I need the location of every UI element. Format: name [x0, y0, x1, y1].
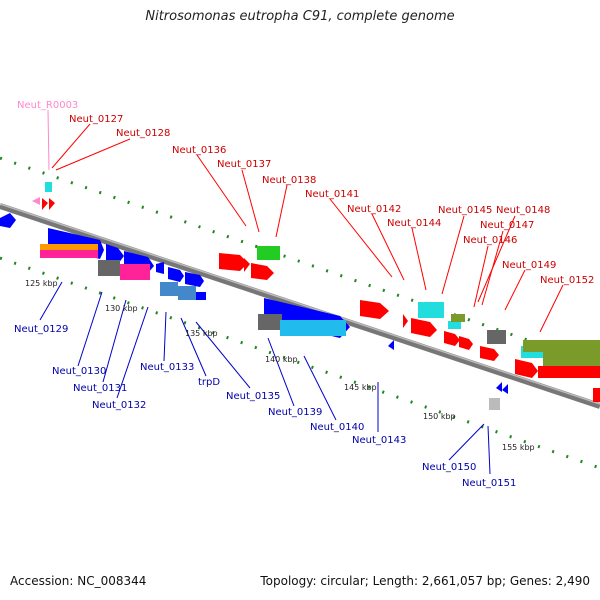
feature-neut-0151[interactable]	[489, 398, 500, 410]
tick-label-145: 145 kbp	[344, 383, 377, 392]
genome-summary-text: Topology: circular; Length: 2,661,057 bp…	[260, 574, 590, 588]
feature-red-right-2[interactable]	[538, 366, 600, 378]
tick-label-155: 155 kbp	[502, 443, 535, 452]
feature-neut-0135[interactable]	[196, 292, 206, 300]
label-neut-0139[interactable]: Neut_0139	[268, 407, 322, 418]
feature-neut-0148b[interactable]	[459, 336, 473, 350]
feature-neut-0127[interactable]	[42, 198, 48, 210]
feature-neut-0149b[interactable]	[480, 346, 499, 361]
feature-neut-0131[interactable]	[98, 260, 120, 276]
label-neut-0136[interactable]: Neut_0136	[172, 145, 226, 156]
feature-neut-0133[interactable]	[160, 282, 178, 296]
tick-label-125: 125 kbp	[25, 279, 58, 288]
label-neut-0147[interactable]: Neut_0147	[480, 220, 534, 231]
label-neut-0138[interactable]: Neut_0138	[262, 175, 316, 186]
feature-neut-0149[interactable]	[487, 330, 506, 344]
feature-neut-0132[interactable]	[120, 264, 150, 280]
inner-dotted-track	[0, 256, 600, 470]
genome-backbone	[0, 203, 600, 409]
tick-label-135: 135 kbp	[185, 329, 218, 338]
label-neut-0148[interactable]: Neut_0148	[496, 205, 550, 216]
feature-neut-0144[interactable]	[411, 318, 437, 337]
tick-label-140: 140 kbp	[265, 355, 298, 364]
label-neut-0145[interactable]: Neut_0145	[438, 205, 492, 216]
label-neut-0144[interactable]: Neut_0144	[387, 218, 441, 229]
label-neut-0127[interactable]: Neut_0127	[69, 114, 123, 125]
feature-neut-0136b[interactable]	[244, 258, 250, 272]
label-neut-0141[interactable]: Neut_0141	[305, 189, 359, 200]
tick-label-130: 130 kbp	[105, 304, 138, 313]
feature-left-edge-blue[interactable]	[0, 213, 16, 228]
feature-neut-0143[interactable]	[388, 340, 394, 350]
label-neut-0150[interactable]: Neut_0150	[422, 462, 476, 473]
map-title: Nitrosomonas eutropha C91, complete geno…	[145, 9, 455, 24]
label-neut-0137[interactable]: Neut_0137	[217, 159, 271, 170]
feature-neut-0141[interactable]	[360, 300, 389, 319]
feature-neut-0146[interactable]	[448, 321, 461, 329]
feature-blue-b1[interactable]	[106, 244, 124, 264]
feature-neut-0152[interactable]	[523, 340, 600, 352]
feature-neut-0147[interactable]	[451, 314, 465, 322]
feature-neut-0148a[interactable]	[444, 331, 460, 346]
label-neut-r0003[interactable]: Neut_R0003	[17, 100, 78, 111]
feature-trpd[interactable]	[178, 286, 196, 300]
genome-backbone-highlight	[0, 203, 600, 405]
label-neut-0131[interactable]: Neut_0131	[73, 383, 127, 394]
feature-neut-0128[interactable]	[49, 198, 55, 210]
label-neut-0128[interactable]: Neut_0128	[116, 128, 170, 139]
label-neut-0149[interactable]: Neut_0149	[502, 260, 556, 271]
label-neut-0130[interactable]: Neut_0130	[52, 366, 106, 377]
label-neut-0142[interactable]: Neut_0142	[347, 204, 401, 215]
feature-red-right-1[interactable]	[515, 359, 538, 378]
tick-label-150: 150 kbp	[423, 412, 456, 421]
feature-blue-b5[interactable]	[185, 272, 204, 287]
label-neut-0129[interactable]: Neut_0129	[14, 324, 68, 335]
label-neut-0135[interactable]: Neut_0135	[226, 391, 280, 402]
label-neut-0146[interactable]: Neut_0146	[463, 235, 517, 246]
feature-neut-0130[interactable]	[40, 250, 98, 258]
feature-neut-0140[interactable]	[280, 320, 346, 336]
feature-neut-0150[interactable]	[496, 382, 502, 392]
feature-neut-0150b[interactable]	[502, 384, 508, 394]
feature-small-cyan[interactable]	[45, 182, 52, 192]
feature-neut-0138[interactable]	[257, 246, 280, 260]
outer-dotted-track	[0, 156, 600, 367]
label-trpd[interactable]: trpD	[198, 377, 220, 388]
feature-neut-0136[interactable]	[219, 253, 248, 271]
label-neut-0133[interactable]: Neut_0133	[140, 362, 194, 373]
feature-gray-b[interactable]	[258, 314, 282, 330]
feature-red-edge[interactable]	[593, 388, 600, 402]
feature-blue-b4[interactable]	[168, 267, 184, 282]
label-neut-0152[interactable]: Neut_0152	[540, 275, 594, 286]
bottom-leader-lines	[39, 281, 491, 475]
label-neut-0140[interactable]: Neut_0140	[310, 422, 364, 433]
label-neut-0132[interactable]: Neut_0132	[92, 400, 146, 411]
feature-neut-0137[interactable]	[251, 263, 274, 280]
feature-neut-0130-orange[interactable]	[40, 244, 98, 250]
feature-neut-0142[interactable]	[403, 314, 408, 328]
feature-neut-r0003[interactable]	[32, 197, 40, 205]
label-neut-0151[interactable]: Neut_0151	[462, 478, 516, 489]
accession-text: Accession: NC_008344	[10, 574, 147, 588]
feature-blue-b3[interactable]	[156, 262, 164, 274]
top-leader-lines	[47, 109, 564, 333]
feature-neut-0145[interactable]	[418, 302, 444, 318]
label-neut-0143[interactable]: Neut_0143	[352, 435, 406, 446]
